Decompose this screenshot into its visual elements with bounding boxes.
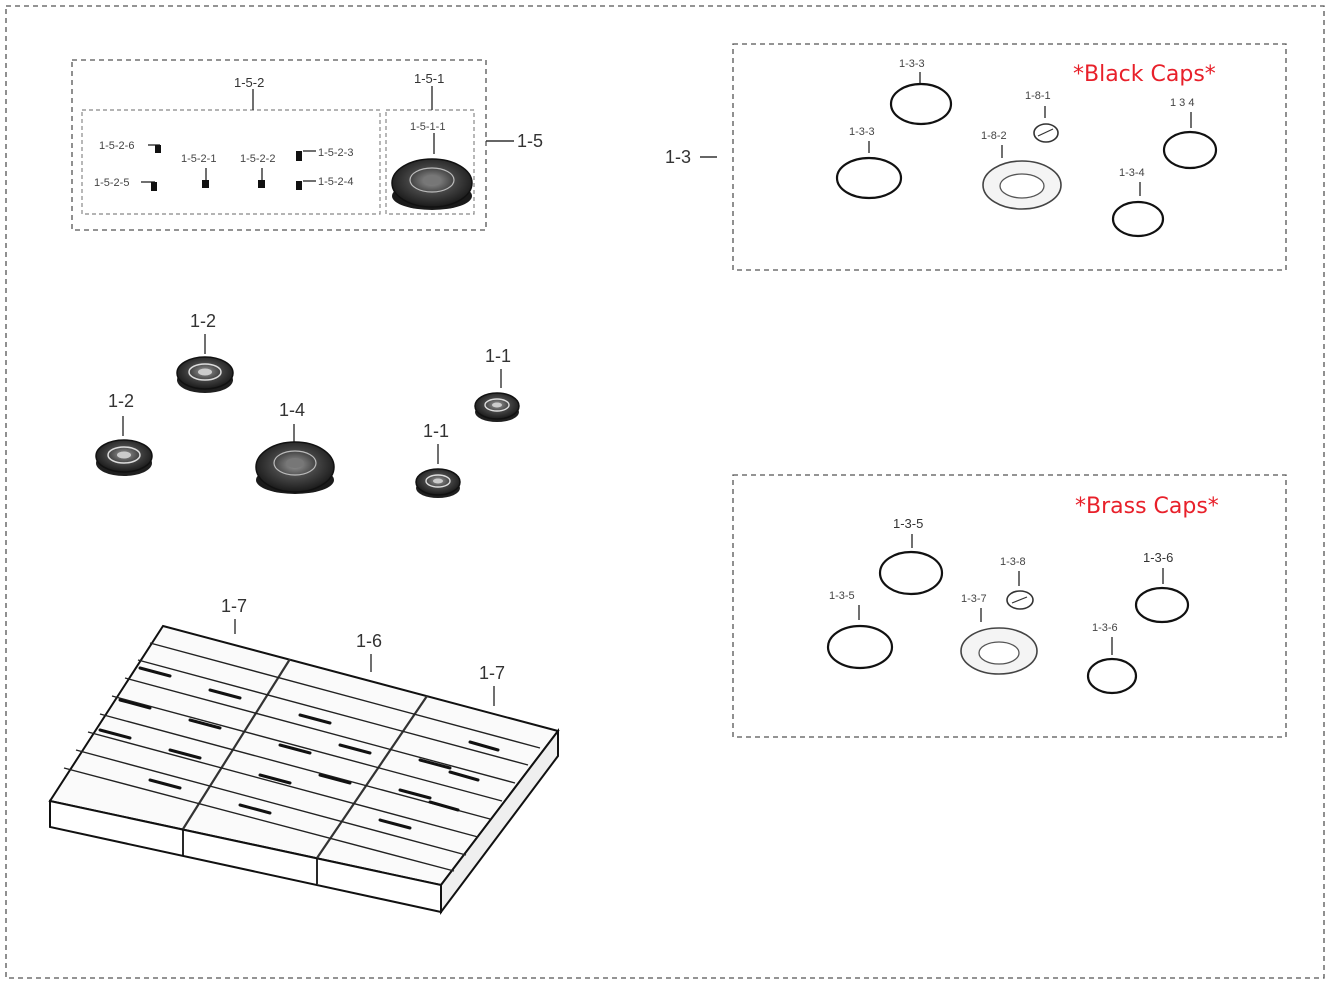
- burner-1-5-1-1: [391, 158, 473, 210]
- label-1-5-1-1: 1-5-1-1: [410, 121, 445, 133]
- label-1-3-5-top: 1-3-5: [893, 516, 923, 531]
- label-1-3-4-right: 1 3 4: [1170, 97, 1194, 109]
- label-1-3-6-bottom: 1-3-6: [1092, 622, 1118, 634]
- cap-1-3-4-bottom: [1111, 200, 1165, 238]
- part-1-5-2-3: [296, 151, 302, 161]
- label-1-1-left: 1-1: [423, 421, 449, 441]
- label-1-7-right: 1-7: [479, 663, 505, 683]
- part-1-5-2-2: [258, 180, 265, 188]
- label-1-7-left: 1-7: [221, 596, 247, 616]
- label-1-4: 1-4: [279, 400, 305, 420]
- label-1-2-top: 1-2: [190, 311, 216, 331]
- cap-1-3-6-right: [1134, 586, 1190, 624]
- label-1-8-1: 1-8-1: [1025, 90, 1051, 102]
- label-1-3-4-bottom: 1-3-4: [1119, 167, 1145, 179]
- burners: 1-2 1-2 1-4 1-1: [95, 311, 520, 498]
- label-1-5-2-1: 1-5-2-1: [181, 153, 216, 165]
- group-brass-caps: *Brass Caps* 1-3-5 1-3-5 1-3-8 1-3-7 1-3…: [732, 474, 1287, 738]
- group-1-5-1-frame: [385, 109, 475, 215]
- part-1-5-2-4: [296, 181, 302, 190]
- label-1-3-5-left: 1-3-5: [829, 590, 855, 602]
- label-1-3-3-top: 1-3-3: [899, 58, 925, 70]
- grate-side-skirt: [440, 728, 559, 915]
- cap-1-3-4-right: [1162, 130, 1218, 170]
- label-1-5-2-2: 1-5-2-2: [240, 153, 275, 165]
- burner-1-4: [255, 441, 335, 494]
- label-1-5: 1-5: [517, 131, 543, 151]
- brass-caps-frame: [732, 474, 1287, 738]
- group-1-5-2-frame: [81, 109, 381, 215]
- black-caps-title: *Black Caps*: [1073, 62, 1216, 87]
- label-1-3-3-left: 1-3-3: [849, 126, 875, 138]
- label-1-5-2: 1-5-2: [234, 75, 264, 90]
- label-1-5-1: 1-5-1: [414, 71, 444, 86]
- label-1-5-2-4: 1-5-2-4: [318, 176, 353, 188]
- ring-1-3-7: [960, 627, 1038, 675]
- label-1-1-right: 1-1: [485, 346, 511, 366]
- burner-1-2-top: [176, 356, 234, 393]
- label-1-5-2-3: 1-5-2-3: [318, 147, 353, 159]
- cap-1-8-1: [1033, 123, 1059, 143]
- part-1-5-2-5: [151, 182, 157, 191]
- cap-1-3-5-top: [878, 550, 944, 596]
- brass-caps-title: *Brass Caps*: [1075, 494, 1219, 519]
- group-1-5: 1-5-2 1-5-1 1-5-1-1 1-5 1-5-2-6 1-5-2-1 …: [71, 59, 543, 231]
- cap-1-3-3-top: [889, 82, 953, 126]
- label-1-8-2: 1-8-2: [981, 130, 1007, 142]
- label-1-5-2-6: 1-5-2-6: [99, 140, 134, 152]
- cap-1-3-6-bottom: [1086, 657, 1138, 695]
- group-1-5-frame: [71, 59, 487, 231]
- label-1-3-8: 1-3-8: [1000, 556, 1026, 568]
- group-black-caps: 1-3 *Black Caps* 1-3-3 1-3-3 1-8-1 1-8-2…: [665, 43, 1287, 271]
- grate-assembly: 1-7 1-6 1-7: [48, 596, 560, 915]
- burner-1-1-right: [474, 392, 520, 422]
- outer-frame: [5, 5, 1325, 979]
- cap-1-3-5-left: [826, 624, 894, 670]
- label-1-3-7: 1-3-7: [961, 593, 987, 605]
- burner-1-2-left: [95, 439, 153, 476]
- cap-1-3-3-left: [835, 156, 903, 200]
- label-1-5-2-5: 1-5-2-5: [94, 177, 129, 189]
- label-1-3-6-right: 1-3-6: [1143, 550, 1173, 565]
- burner-1-1-left: [415, 468, 461, 498]
- black-caps-frame: [732, 43, 1287, 271]
- part-1-5-2-6: [155, 145, 161, 153]
- label-1-6: 1-6: [356, 631, 382, 651]
- label-1-2-left: 1-2: [108, 391, 134, 411]
- part-1-5-2-1: [202, 180, 209, 188]
- label-1-3: 1-3: [665, 147, 691, 167]
- ring-1-8-2: [982, 160, 1062, 210]
